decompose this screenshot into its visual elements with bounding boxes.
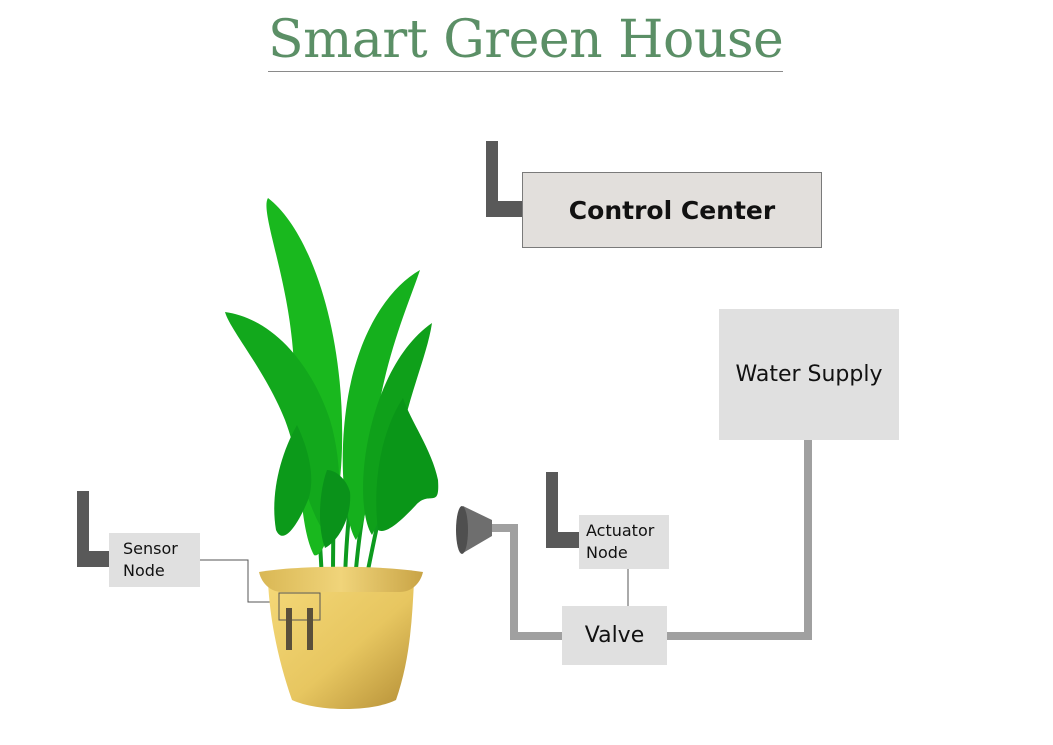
- water-supply-label: Water Supply: [735, 362, 883, 387]
- leaf: [274, 425, 312, 536]
- leaf: [376, 398, 439, 531]
- actuator-node: Actuator Node: [579, 515, 669, 569]
- sensor-node-label-line2: Node: [123, 561, 165, 580]
- page-title: Smart Green House: [268, 10, 784, 70]
- sensor-node-label-line1: Sensor: [123, 539, 178, 558]
- pipe-valve-to-nozzle: [490, 524, 562, 640]
- leaf: [319, 470, 351, 548]
- antenna-icon: [546, 472, 579, 548]
- sensor-node: Sensor Node: [109, 533, 200, 587]
- valve-node: Valve: [562, 606, 667, 665]
- water-pipes: [490, 440, 812, 640]
- pot-body: [268, 582, 414, 709]
- sprinkler-nozzle-icon: [456, 506, 492, 554]
- antenna-icon: [486, 141, 522, 217]
- pot-rim: [259, 566, 423, 592]
- water-supply-node: Water Supply: [719, 309, 899, 440]
- plant-leaves: [225, 198, 439, 556]
- title-underline: [268, 71, 783, 72]
- potted-plant-icon: [225, 198, 439, 709]
- pipe-supply-to-valve: [667, 440, 812, 640]
- antenna-icon: [77, 491, 109, 567]
- leaf: [342, 270, 420, 540]
- control-center-label: Control Center: [568, 195, 776, 225]
- sensor-probe-link: [200, 559, 279, 603]
- actuator-node-label-line1: Actuator: [586, 521, 655, 540]
- control-center-node: Control Center: [522, 172, 822, 248]
- actuator-node-label-line2: Node: [586, 543, 628, 562]
- soil-probe-icon: [278, 592, 321, 650]
- valve-label: Valve: [584, 623, 645, 648]
